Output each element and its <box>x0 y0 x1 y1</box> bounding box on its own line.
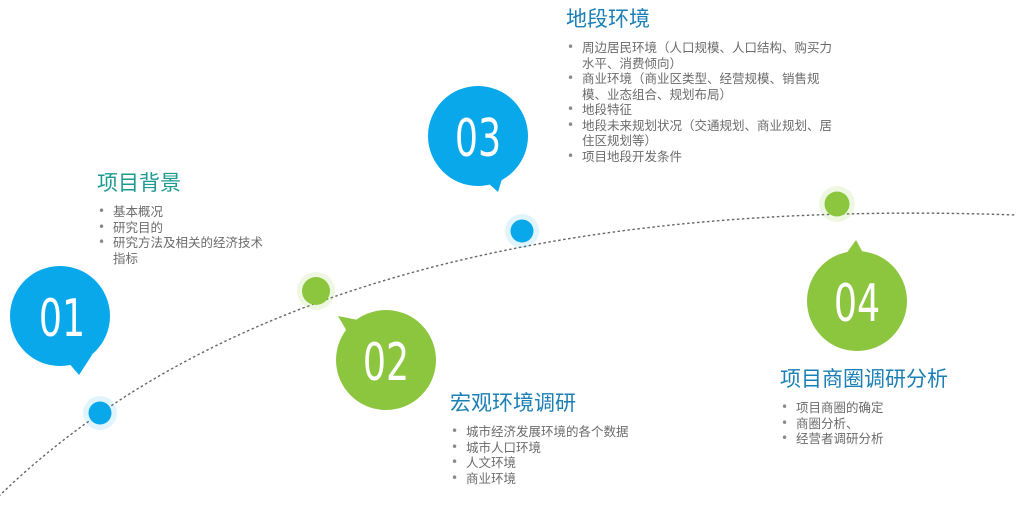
list-item: 地段特征 <box>566 102 834 118</box>
bubble-03: 03 <box>428 86 528 192</box>
list-item: 城市人口环境 <box>450 440 690 456</box>
list-item: 经营者调研分析 <box>780 431 1010 447</box>
section-01: 项目背景 基本概况 研究目的 研究方法及相关的经济技术指标 <box>97 170 287 266</box>
list-item: 基本概况 <box>97 204 287 220</box>
section-list-03: 周边居民环境（人口规模、人口结构、购买力水平、消费倾向） 商业环境（商业区类型、… <box>566 40 834 164</box>
list-item: 商圈分析、 <box>780 416 1010 432</box>
section-list-04: 项目商圈的确定 商圈分析、 经营者调研分析 <box>780 400 1010 447</box>
list-item: 人文环境 <box>450 455 690 471</box>
timeline-dot-2 <box>297 272 335 310</box>
section-list-02: 城市经济发展环境的各个数据 城市人口环境 人文环境 商业环境 <box>450 424 690 486</box>
section-title-01: 项目背景 <box>97 171 181 195</box>
list-item: 项目商圈的确定 <box>780 400 1010 416</box>
section-03: 地段环境 周边居民环境（人口规模、人口结构、购买力水平、消费倾向） 商业环境（商… <box>566 6 846 164</box>
section-list-01: 基本概况 研究目的 研究方法及相关的经济技术指标 <box>97 204 287 266</box>
section-02: 宏观环境调研 城市经济发展环境的各个数据 城市人口环境 人文环境 商业环境 <box>450 390 690 486</box>
list-item: 城市经济发展环境的各个数据 <box>450 424 690 440</box>
section-title-02: 宏观环境调研 <box>450 391 576 415</box>
list-item: 商业环境（商业区类型、经营规模、销售规模、业态组合、规划布局） <box>566 71 834 102</box>
list-item: 研究目的 <box>97 220 287 236</box>
list-item: 周边居民环境（人口规模、人口结构、购买力水平、消费倾向） <box>566 40 834 71</box>
bubble-number-04: 04 <box>834 272 880 333</box>
bubble-01: 01 <box>10 266 110 375</box>
timeline-dot-1 <box>83 396 117 430</box>
bubble-04: 04 <box>807 240 907 351</box>
list-item: 研究方法及相关的经济技术指标 <box>97 235 271 266</box>
timeline-dot-4 <box>819 186 855 222</box>
bubble-number-02: 02 <box>363 331 409 392</box>
list-item: 项目地段开发条件 <box>566 149 834 165</box>
section-title-03: 地段环境 <box>566 7 650 31</box>
bubble-number-03: 03 <box>455 107 501 168</box>
timeline-dot-3 <box>505 214 539 248</box>
list-item: 地段未来规划状况（交通规划、商业规划、居住区规划等） <box>566 118 834 149</box>
section-04: 项目商圈调研分析 项目商圈的确定 商圈分析、 经营者调研分析 <box>780 366 1010 447</box>
bubble-number-01: 01 <box>39 287 85 348</box>
bubble-02: 02 <box>336 310 436 410</box>
section-title-04: 项目商圈调研分析 <box>780 367 948 391</box>
list-item: 商业环境 <box>450 471 690 487</box>
